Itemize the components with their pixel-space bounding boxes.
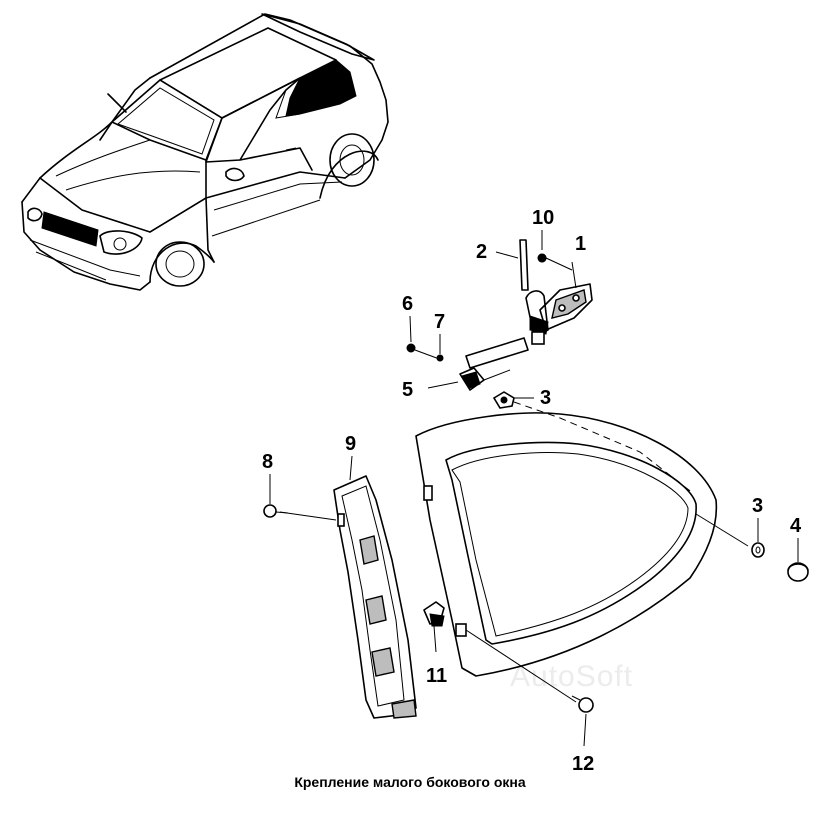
part-number-7: 7	[434, 311, 445, 333]
part-number-12: 12	[572, 753, 594, 775]
part-number-3-right: 3	[752, 495, 763, 517]
part-number-9: 9	[345, 433, 356, 455]
part-number-labels: 1 2 3 3 4 5 6 7 8 9 10 11 12	[262, 207, 802, 775]
part-number-3-upper: 3	[540, 387, 551, 409]
part-number-11: 11	[426, 665, 447, 687]
part-number-5: 5	[402, 379, 413, 401]
car-illustration	[21, 13, 389, 291]
part-number-8: 8	[262, 451, 273, 473]
pillar-trim	[279, 475, 417, 719]
part-number-1: 1	[575, 233, 586, 255]
part-number-10: 10	[532, 207, 554, 229]
part-number-4: 4	[790, 515, 802, 537]
part-number-2: 2	[476, 241, 487, 263]
fasteners	[263, 504, 809, 713]
part-number-6: 6	[402, 293, 413, 315]
hinge-assembly	[406, 239, 593, 409]
watermark: AutoSoft	[510, 660, 634, 693]
quarter-window-glass	[415, 401, 749, 703]
diagram-caption: Крепление малого бокового окна	[294, 774, 526, 790]
label-leaders	[269, 230, 799, 747]
